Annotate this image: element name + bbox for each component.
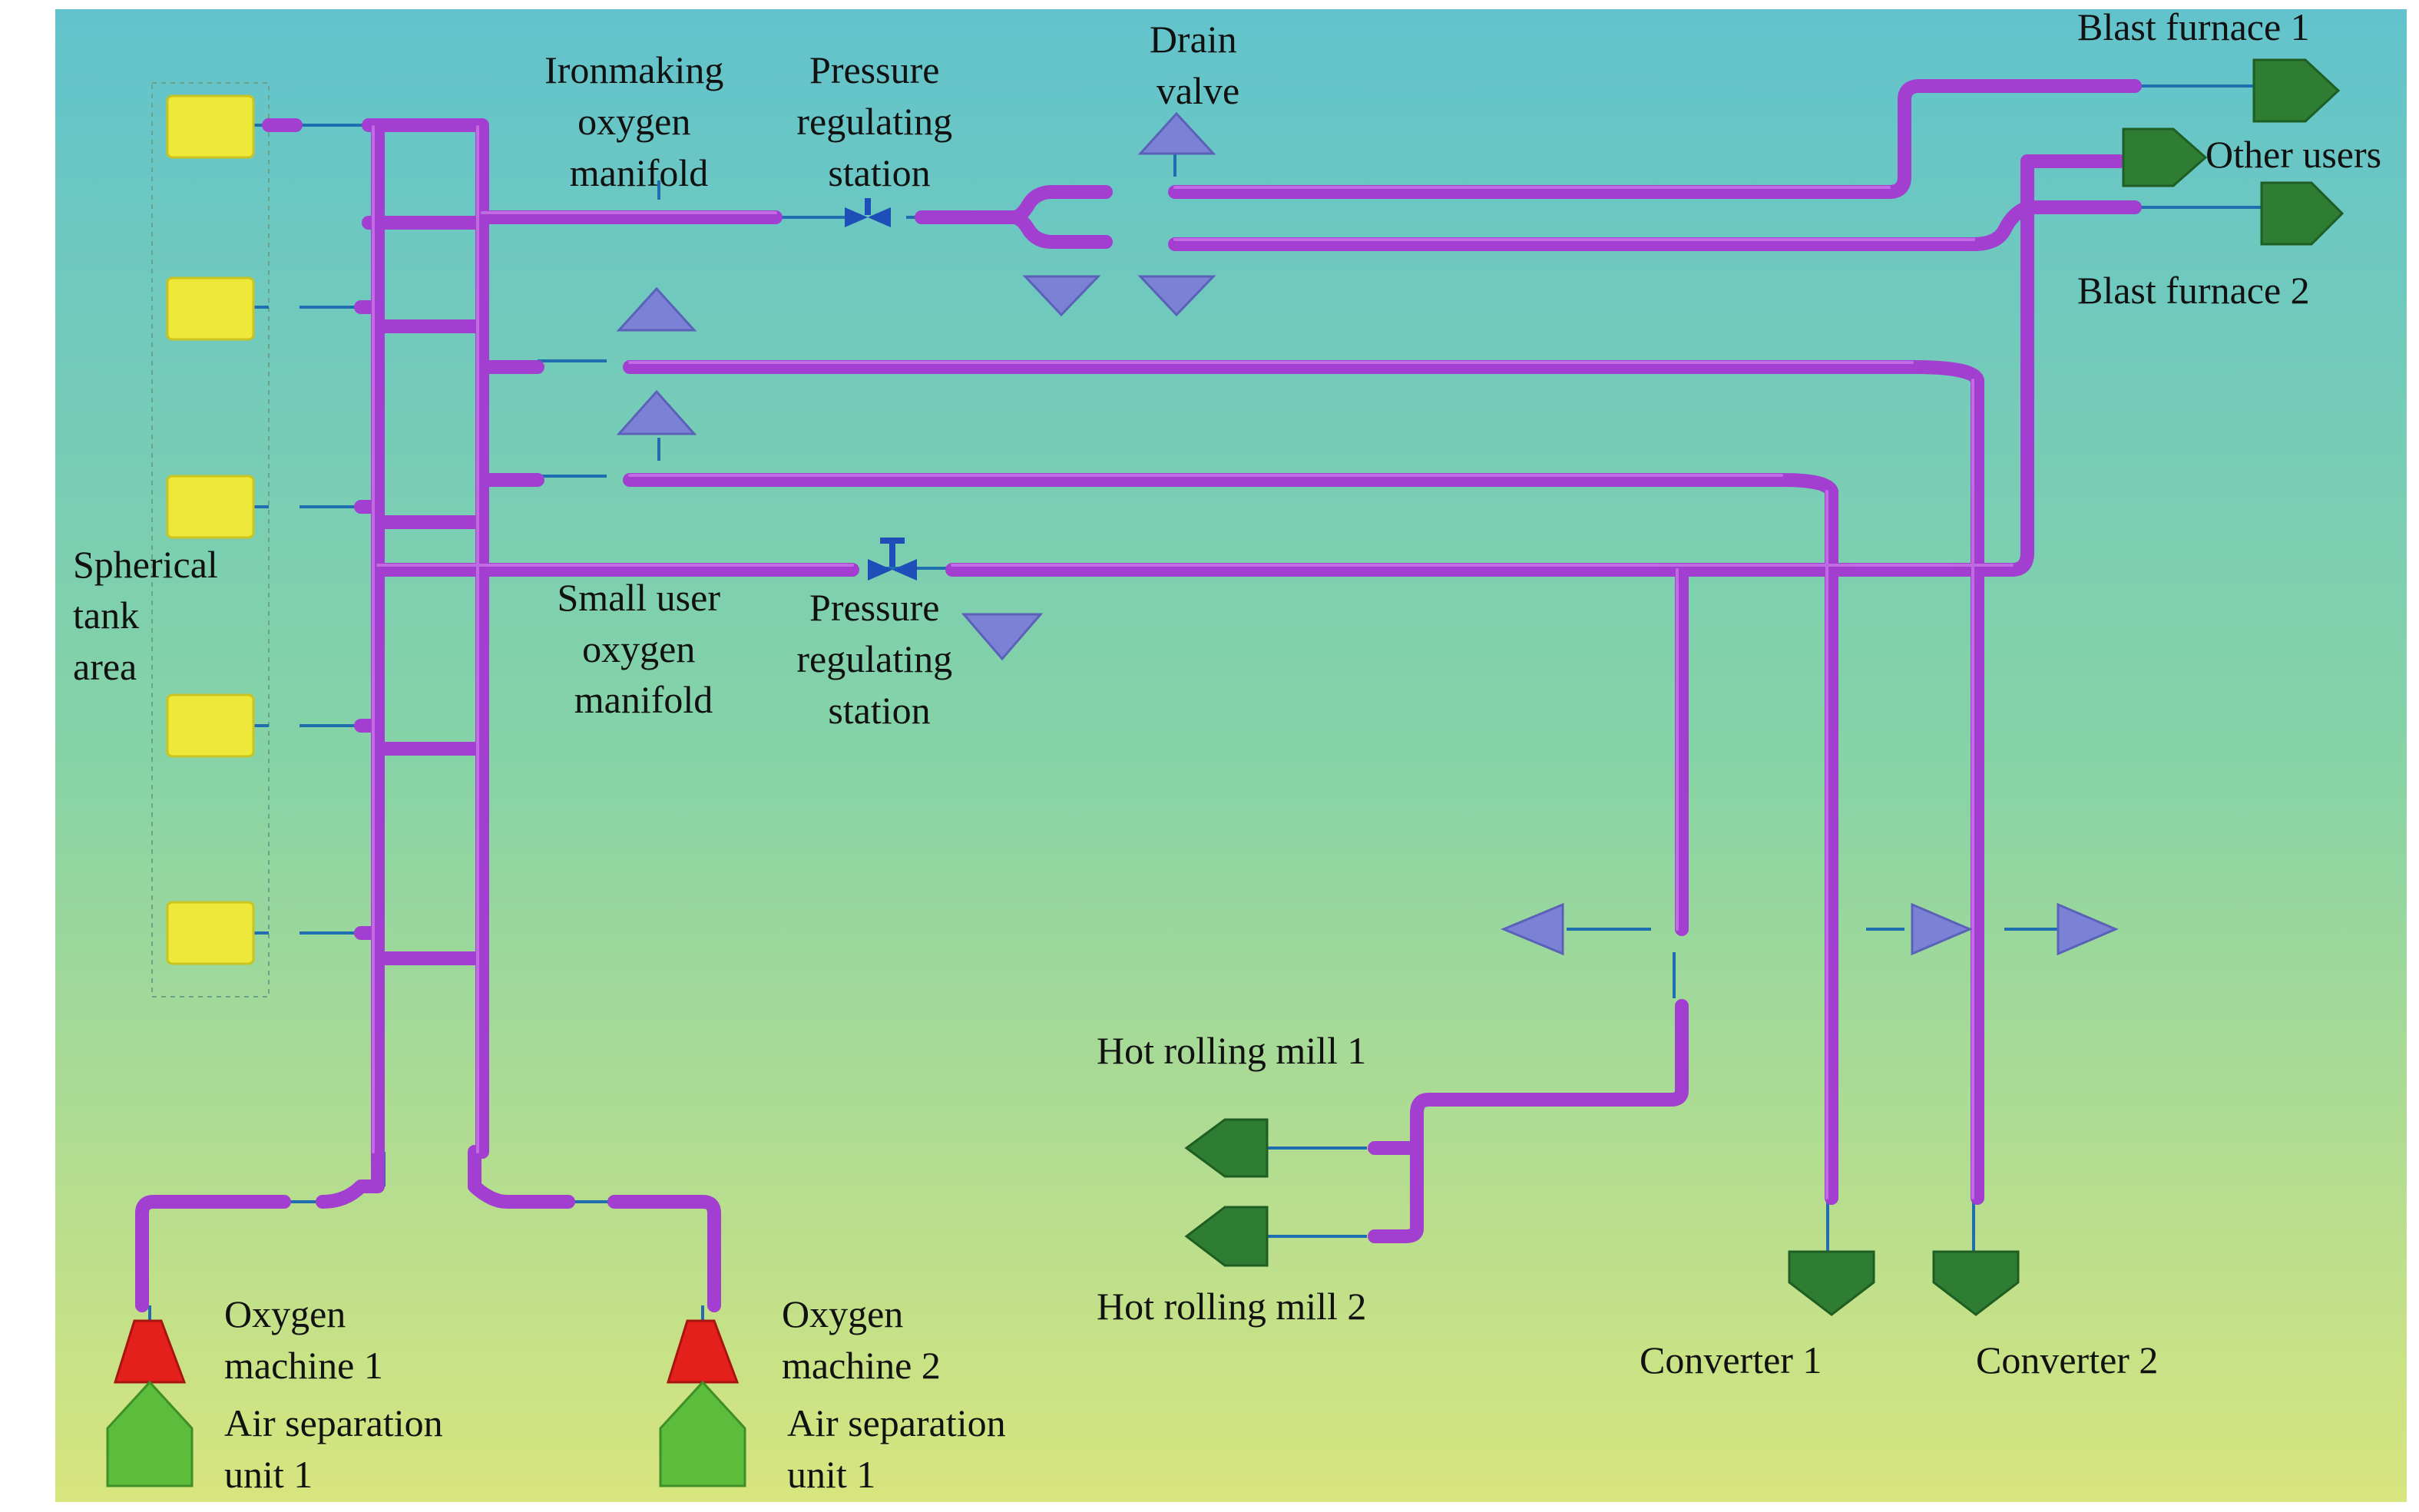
consumers — [1184, 58, 2345, 1316]
valve-icon — [868, 538, 917, 581]
pressure-regulating-station-top-label: Pressure regulating station — [796, 48, 961, 194]
blast-furnace-1-label: Blast furnace 1 — [2077, 5, 2310, 48]
vent-triangle-icon — [1911, 902, 1973, 956]
pressure-regulating-station-bottom-label: Pressure regulating station — [796, 586, 961, 732]
vent-triangle-icon — [1137, 275, 1216, 317]
pipe-network — [135, 79, 2142, 1312]
consumer-pentagon-icon — [2252, 58, 2341, 123]
oxygen-machines — [113, 1319, 740, 1384]
consumer-pentagon-icon — [2260, 181, 2345, 246]
converter-1-label: Converter 1 — [1640, 1338, 1822, 1381]
drain-valve-label: Drain valve — [1150, 18, 1246, 112]
spherical-tank-icon — [166, 901, 255, 965]
vent-triangle-icon — [2057, 902, 2119, 956]
spherical-tank-icon — [166, 276, 255, 341]
consumer-pentagon-icon — [1184, 1206, 1269, 1267]
vent-triangle-icon — [616, 286, 697, 332]
vent-triangle-icon — [1501, 902, 1564, 956]
spherical-tank-area-outline — [151, 82, 270, 998]
compressor-icon — [113, 1319, 187, 1384]
blast-furnace-2-label: Blast furnace 2 — [2077, 269, 2310, 312]
consumer-pentagon-icon — [2122, 127, 2208, 187]
labels: Ironmaking oxygen manifold Pressure regu… — [73, 5, 2381, 1496]
valves — [845, 198, 917, 581]
air-separation-icon — [106, 1380, 194, 1487]
hot-rolling-mill-1-label: Hot rolling mill 1 — [1097, 1029, 1366, 1072]
air-separation-icon — [659, 1380, 746, 1487]
spherical-tanks — [166, 94, 255, 965]
air-separation-unit-left-label: Air separation unit 1 — [224, 1401, 452, 1496]
ironmaking-manifold-label: Ironmaking oxygen manifold — [544, 48, 733, 194]
vent-triangles — [616, 111, 2119, 956]
spherical-tank-icon — [166, 475, 255, 539]
hot-rolling-mill-2-label: Hot rolling mill 2 — [1097, 1285, 1366, 1328]
converter-2-label: Converter 2 — [1976, 1338, 2158, 1381]
air-separation-units — [106, 1380, 746, 1487]
air-separation-unit-right-label: Air separation unit 1 — [787, 1401, 1015, 1496]
consumer-pentagon-icon — [1184, 1118, 1269, 1178]
spherical-tank-area-label: Spherical tank area — [73, 543, 227, 688]
vent-triangle-icon — [961, 613, 1044, 661]
spherical-tank-icon — [166, 94, 255, 159]
oxygen-machine-2-label: Oxygen machine 2 — [782, 1292, 941, 1387]
thin-links — [148, 84, 2327, 1363]
pipe-highlights — [372, 125, 2014, 1199]
spherical-tank-icon — [166, 693, 255, 758]
compressor-icon — [666, 1319, 740, 1384]
vent-triangle-icon — [1137, 111, 1216, 155]
consumer-pentagon-icon — [1932, 1250, 2020, 1316]
vent-triangle-icon — [1022, 275, 1101, 317]
vent-triangle-icon — [616, 389, 697, 435]
consumer-pentagon-icon — [1788, 1250, 1875, 1316]
other-users-label: Other users — [2206, 133, 2381, 176]
small-user-manifold-label: Small user oxygen manifold — [558, 576, 730, 721]
oxygen-machine-1-label: Oxygen machine 1 — [224, 1292, 383, 1387]
valve-icon — [845, 198, 891, 227]
